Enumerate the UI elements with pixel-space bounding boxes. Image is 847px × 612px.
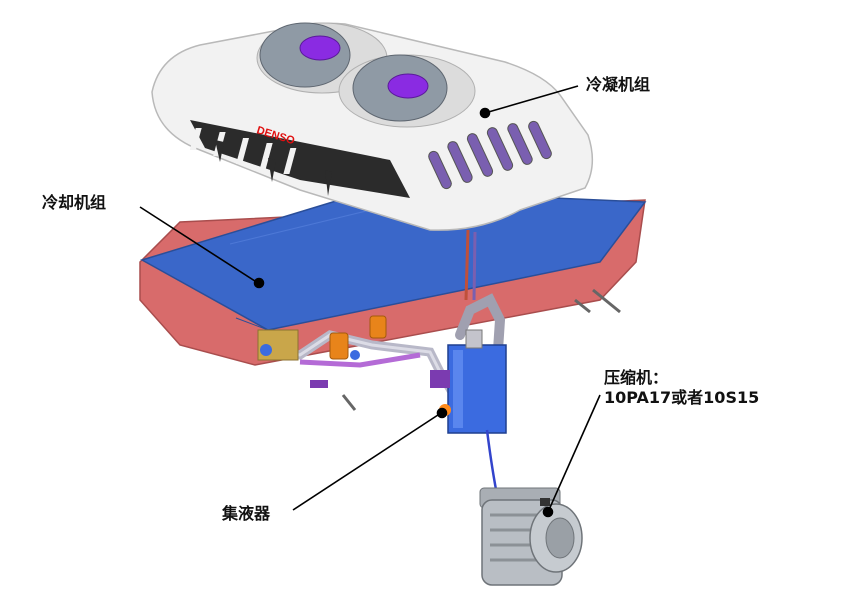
evaporator-unit-label: 冷却机组	[42, 193, 107, 212]
compressor-label-line1: 压缩机：	[604, 368, 669, 387]
callout-lines	[139, 85, 601, 518]
evaporator-unit	[139, 189, 647, 411]
compressor-label: 压缩机： 10PA17或者10S15	[604, 368, 759, 408]
compressor-label-line2: 10PA17或者10S15	[604, 388, 760, 407]
compressor	[479, 487, 583, 586]
condenser-unit-label: 冷凝机组	[586, 75, 651, 94]
accumulator	[430, 329, 507, 434]
accumulator-label: 集液器	[222, 504, 271, 523]
condenser-unit: DENSO	[151, 22, 594, 231]
piping	[257, 229, 506, 397]
